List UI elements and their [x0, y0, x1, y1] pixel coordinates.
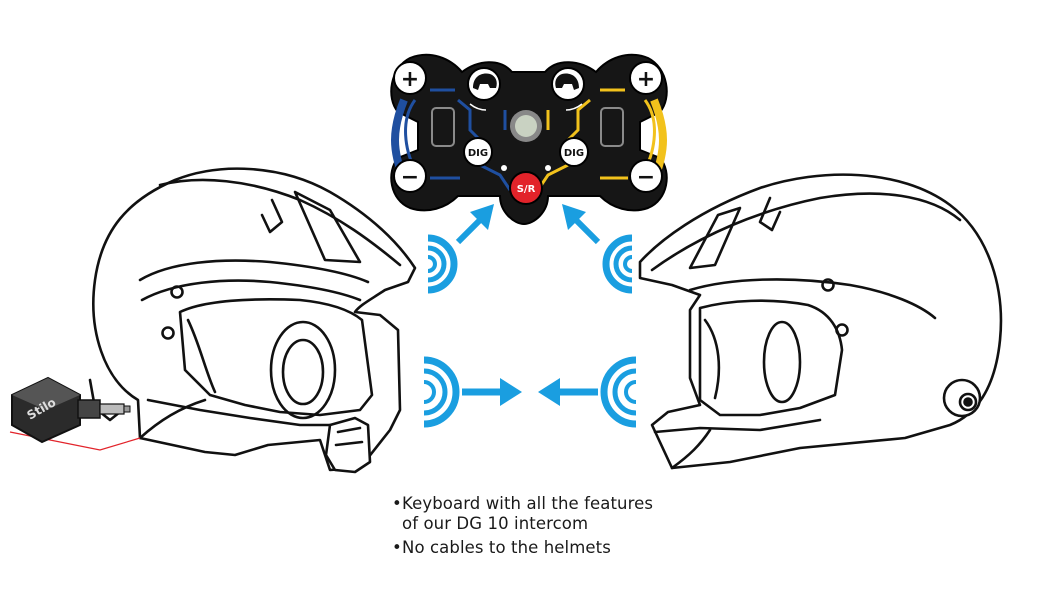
left-volume-up-button[interactable]: +: [393, 61, 427, 95]
wireless-signal-icon: [423, 356, 460, 428]
wireless-signals: [423, 234, 637, 428]
right-helmet-button[interactable]: [551, 67, 585, 111]
feature-item: • Keyboard with all the features of our …: [392, 494, 712, 534]
status-led: [515, 115, 537, 137]
left-helmet-button[interactable]: [467, 67, 501, 111]
wireless-signal-icon: [602, 234, 633, 294]
arrow-icon: [562, 204, 601, 245]
left-dig-button[interactable]: DIG: [463, 137, 493, 167]
right-volume-up-button[interactable]: +: [629, 61, 663, 95]
right-volume-down-button[interactable]: −: [629, 159, 663, 193]
left-display: [431, 107, 455, 147]
bullet: •: [392, 494, 402, 513]
helmet-connector-plug: Stilo: [9, 376, 141, 451]
right-dig-button[interactable]: DIG: [559, 137, 589, 167]
feature-list: • Keyboard with all the features of our …: [392, 494, 712, 562]
dig-label: DIG: [468, 148, 488, 159]
plus-icon: +: [401, 67, 419, 92]
right-display: [600, 107, 624, 147]
feature-line: of our DG 10 intercom: [402, 514, 589, 533]
minus-icon: −: [401, 165, 419, 190]
arrow-icon: [455, 204, 494, 245]
right-helmet: [638, 173, 1003, 470]
feature-line: Keyboard with all the features: [402, 494, 654, 513]
left-helmet: [88, 167, 417, 474]
dig-label: DIG: [564, 148, 584, 159]
bullet: •: [392, 538, 402, 557]
left-volume-down-button[interactable]: −: [393, 159, 427, 193]
arrow-icon: [538, 378, 598, 406]
feature-line: No cables to the helmets: [402, 538, 611, 557]
signal-arrows: [455, 204, 601, 406]
sr-label: S/R: [517, 184, 536, 195]
arrow-icon: [462, 378, 522, 406]
send-receive-button[interactable]: S/R: [509, 171, 543, 205]
helmet-icon: [555, 73, 579, 90]
plus-icon: +: [637, 67, 655, 92]
intercom-keypad: + + − − DIG: [390, 53, 668, 226]
wireless-signal-icon: [427, 234, 458, 294]
wireless-signal-icon: [600, 356, 637, 428]
helmet-icon: [473, 73, 497, 90]
feature-item: • No cables to the helmets: [392, 538, 712, 558]
minus-icon: −: [637, 165, 655, 190]
